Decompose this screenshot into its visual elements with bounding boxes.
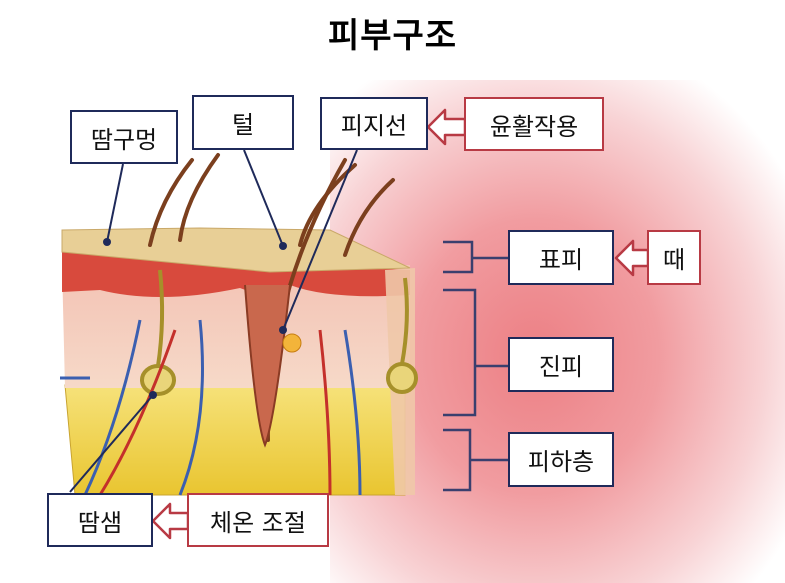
label-epidermis: 표피 [508,230,614,285]
sweat-gland-coils [140,269,418,396]
label-temperature-control: 체온 조절 [187,493,329,547]
label-sweat-gland: 땀샘 [47,493,153,547]
label-hypodermis: 피하층 [508,432,614,487]
arrow-dirt [614,239,650,277]
arrow-lubrication [426,108,467,146]
leader-dots [103,238,287,399]
sebaceous-gland-shape [282,333,302,353]
label-hair: 털 [192,95,294,150]
layer-brackets [443,240,508,492]
label-sebaceous-gland: 피지선 [320,97,428,150]
epidermis-layer [62,250,410,298]
page-title: 피부구조 [327,16,458,56]
label-pore: 땀구멍 [70,110,178,164]
label-dermis: 진피 [508,337,614,392]
leader-lines [69,149,358,493]
blood-vessels [60,319,362,496]
label-dirt: 때 [647,230,701,285]
hair-follicle [244,284,291,448]
arrow-temperature [151,502,190,540]
label-lubrication: 윤활작용 [464,97,604,151]
skin-surface [61,227,411,273]
